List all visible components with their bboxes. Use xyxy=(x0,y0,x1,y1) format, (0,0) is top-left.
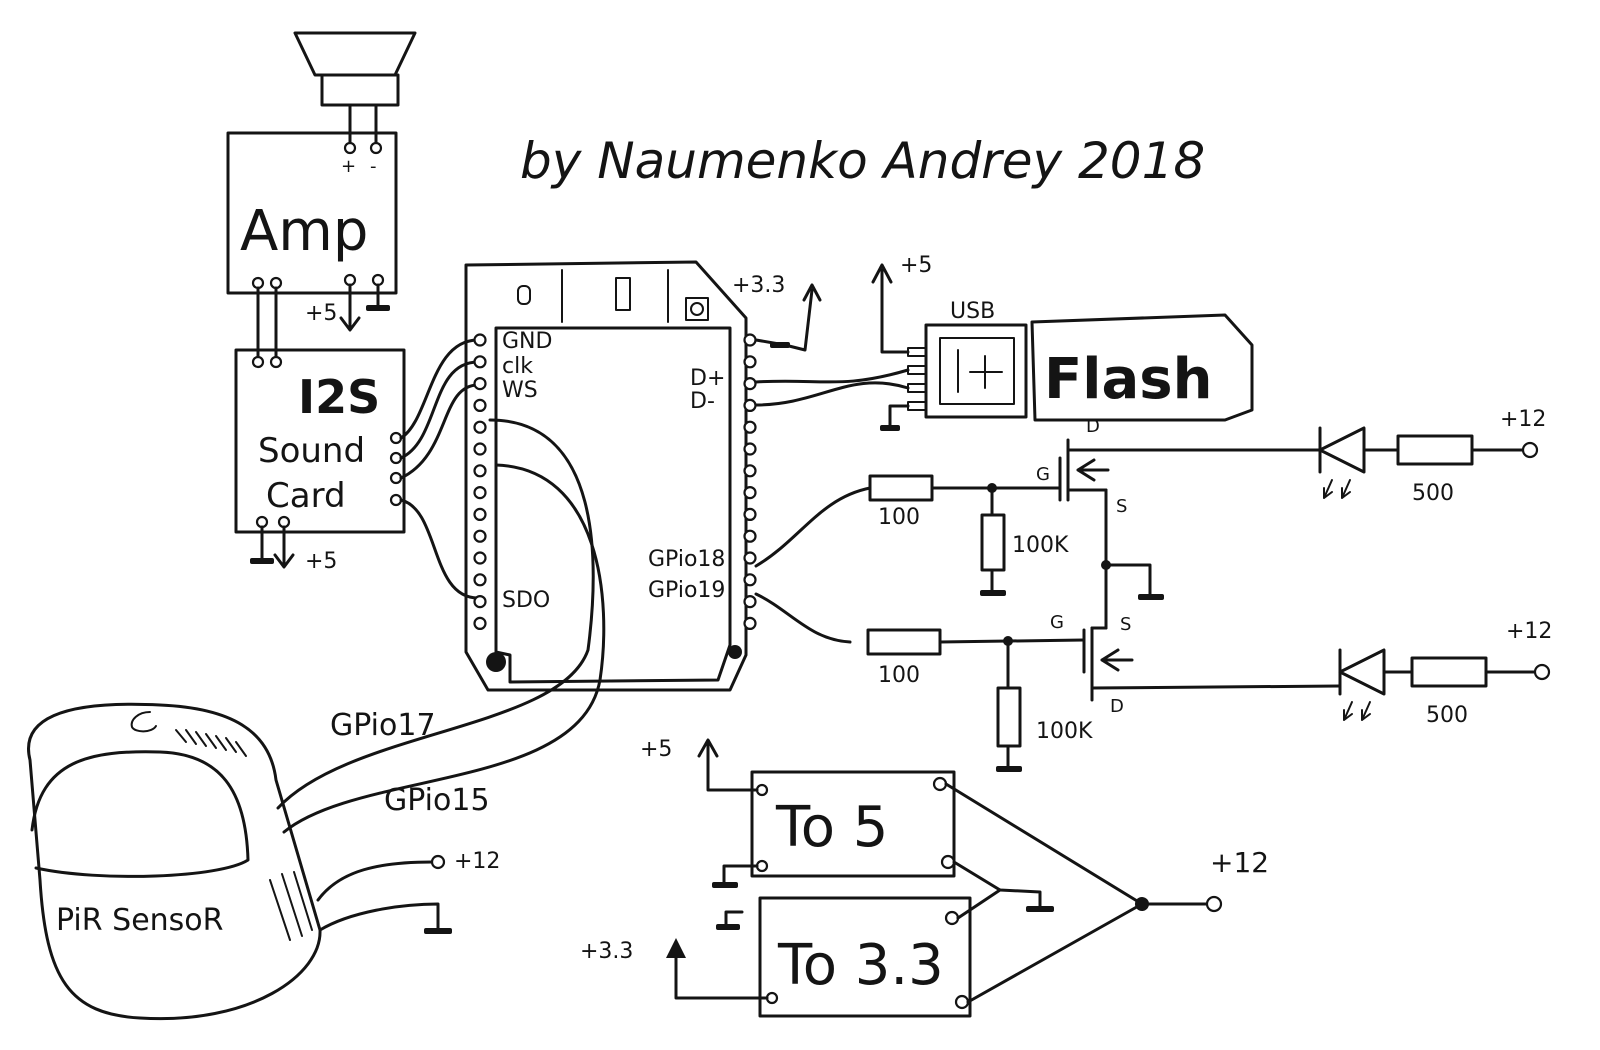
mcu-left-header-pin-hole xyxy=(473,464,487,478)
mcu-left-header-pin-hole xyxy=(473,551,487,565)
to5-supply-label: +5 xyxy=(640,737,672,762)
ch2-gate-resistor-label: 100 xyxy=(878,663,920,688)
to33-label: To 3.3 xyxy=(777,933,944,998)
usb-supply-label: +5 xyxy=(900,253,932,278)
amp-label: Amp xyxy=(240,199,368,264)
ch1-supply-label: +12 xyxy=(1500,407,1546,432)
sound-card-supply-label: +5 xyxy=(305,549,337,574)
speaker-icon xyxy=(293,31,417,150)
mcu-right-header-pin-hole xyxy=(743,573,757,587)
mcu-left-header-pin-hole xyxy=(473,573,487,587)
mcu-left-header-pin-hole xyxy=(473,616,487,631)
ch2-pulldown-label: 100K xyxy=(1036,719,1093,744)
sound-card-line1: Sound xyxy=(258,431,365,471)
to5-label: To 5 xyxy=(775,795,888,860)
mcu-right-header-pin-hole xyxy=(743,420,757,434)
mcu-right-header-pin-hole xyxy=(743,442,757,456)
mcu-right-header-pin-hole xyxy=(743,355,757,369)
mosfet-channel-2: G S D 100 100K 500 +12 xyxy=(754,592,1552,772)
ch2-series-resistor-label: 500 xyxy=(1426,703,1468,728)
gpio15-wire-label: GPio15 xyxy=(384,783,490,818)
author-credit: by Naumenko Andrey 2018 xyxy=(520,132,1205,190)
mcu-left-header-pin-hole xyxy=(473,355,487,369)
mcu-pin-ws: WS xyxy=(502,378,538,403)
mcu-supply-label: +3.3 xyxy=(732,273,785,298)
mcu-pin-sdo: SDO xyxy=(502,588,550,613)
mcu-right-header-pin-hole xyxy=(743,486,757,500)
mcu-pin-dplus: D+ xyxy=(690,366,725,391)
mcu-board xyxy=(464,260,748,692)
sound-card-line2: Card xyxy=(266,476,346,516)
mcu-left-header-pin-hole xyxy=(473,398,487,412)
mcu-pin-gnd: GND xyxy=(502,329,552,354)
mcu-right-header-pin-hole xyxy=(743,507,757,522)
usb-flash-drive: USB Flash xyxy=(907,299,1254,422)
mcu-pin-dminus: D- xyxy=(690,389,715,414)
pir-sensor: PiR SensoR xyxy=(27,702,322,1021)
ch2-supply-label: +12 xyxy=(1506,619,1552,644)
ch1-series-resistor-label: 500 xyxy=(1412,481,1454,506)
sound-card-title: I2S xyxy=(298,370,380,424)
ch1-pulldown-label: 100K xyxy=(1012,533,1069,558)
mcu-left-header-pin-hole xyxy=(473,486,487,500)
mcu-right-header-pin-hole xyxy=(743,529,757,543)
gpio17-wire-label: GPio17 xyxy=(330,708,436,743)
mcu-right-header-pin-hole xyxy=(743,398,757,412)
to5-converter: To 5 xyxy=(750,770,956,878)
ch2-d-label: D xyxy=(1110,696,1124,717)
mcu-pin-gpio18: GPio18 xyxy=(648,547,725,572)
usb-header: USB xyxy=(950,299,995,324)
ch1-s-label: S xyxy=(1116,496,1127,517)
mcu-right-header-pin-hole xyxy=(743,333,757,347)
mcu-left-header-pin-hole xyxy=(473,529,487,543)
ch2-g-label: G xyxy=(1050,612,1064,633)
ch1-d-label: D xyxy=(1086,416,1100,437)
mcu-right-header-pin-hole xyxy=(743,616,757,631)
ch2-s-label: S xyxy=(1120,614,1131,635)
mcu-right-header-pin-hole xyxy=(743,464,757,478)
to33-converter: To 3.3 xyxy=(758,896,972,1018)
mcu-left-header-pin-hole xyxy=(473,507,487,522)
mcu-left-header-pin-hole xyxy=(473,333,487,347)
pir-label: PiR SensoR xyxy=(56,903,224,938)
mcu-right-header-pin-hole xyxy=(743,594,757,609)
amp-pin-minus: - xyxy=(370,156,377,177)
mcu-right-header-pin-hole xyxy=(743,551,757,565)
mcu-right-header-pin-hole xyxy=(743,377,757,391)
mosfet-channel-1: G S D 100 100K 500 +12 xyxy=(754,407,1546,630)
mcu-left-header-pin-hole xyxy=(473,377,487,391)
ch1-gate-resistor-label: 100 xyxy=(878,505,920,530)
flash-label: Flash xyxy=(1044,347,1212,412)
amp-pin-plus: + xyxy=(341,156,356,177)
i2s-sound-card-module: I2S Sound Card +5 xyxy=(234,348,406,574)
ch1-g-label: G xyxy=(1036,464,1050,485)
mcu-left-header-pin-hole xyxy=(473,442,487,456)
mcu-left-header xyxy=(473,333,487,631)
main-supply-label: +12 xyxy=(1210,846,1269,879)
pir-supply-label: +12 xyxy=(454,849,500,874)
mcu-left-header-pin-hole xyxy=(473,420,487,434)
mcu-left-header-pin-hole xyxy=(473,594,487,609)
mcu-pin-gpio19: GPio19 xyxy=(648,578,725,603)
to33-supply-label: +3.3 xyxy=(580,939,633,964)
amp-module: + - Amp +5 xyxy=(226,131,398,332)
amp-supply-label: +5 xyxy=(305,301,337,326)
mcu-pin-clk: clk xyxy=(502,354,533,379)
